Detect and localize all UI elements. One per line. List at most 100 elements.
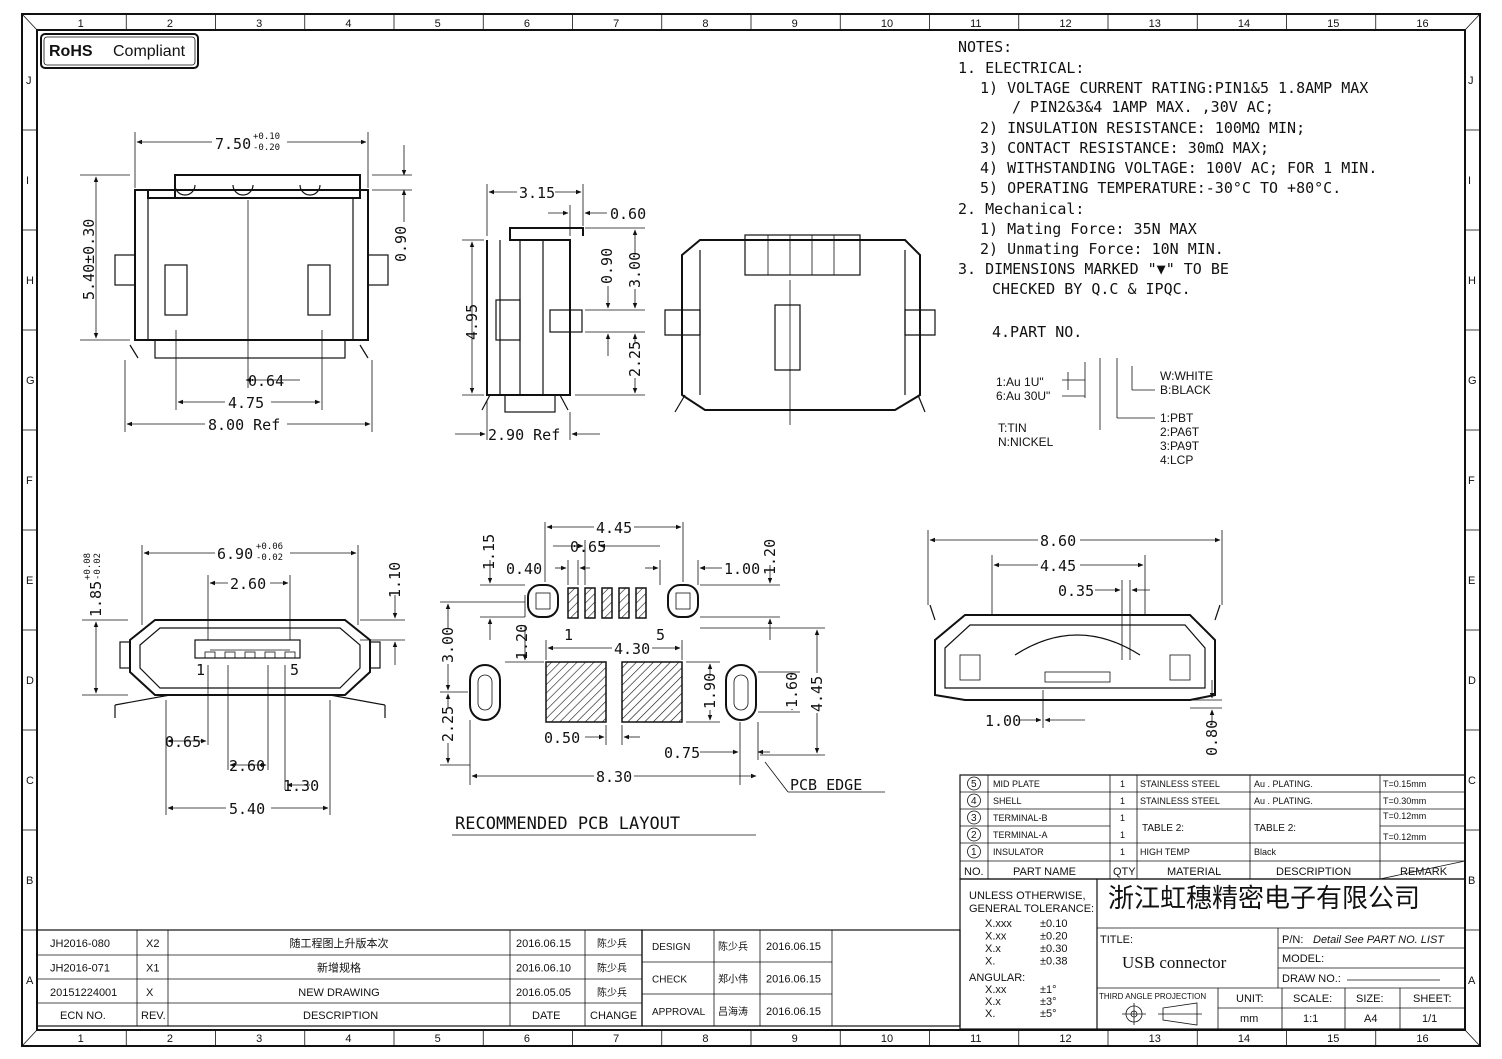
bom-name: TERMINAL-A	[993, 830, 1048, 840]
title-block: UNLESS OTHERWISE, GENERAL TOLERANCE: X.x…	[959, 878, 1466, 1030]
bom-header-description: DESCRIPTION	[1276, 866, 1351, 878]
bom-remark: T=0.15mm	[1383, 779, 1426, 789]
bom-qty: 1	[1120, 796, 1125, 806]
tolerance-title: UNLESS OTHERWISE,	[969, 890, 1086, 902]
tolerance-value: ±0.30	[1040, 943, 1067, 955]
color-option: B:BLACK	[1160, 383, 1211, 397]
dim-bot-100: 1.00	[985, 712, 1021, 730]
border-row-label: C	[26, 775, 34, 787]
dim-side-315: 3.15	[519, 184, 555, 202]
material-option: 3:PA9T	[1160, 439, 1200, 453]
border-row-label: A	[26, 975, 34, 987]
border-row-label: J	[26, 75, 32, 87]
tolerance-key: X.x	[985, 943, 1001, 955]
material-option: 2:PA6T	[1160, 425, 1200, 439]
bom-qty: 1	[1120, 779, 1125, 789]
dim-front-260a: 2.60	[230, 575, 266, 593]
approval-name: 陈少兵	[718, 940, 748, 953]
company-name: 浙江虹穗精密电子有限公司	[1108, 884, 1420, 913]
part-number-legend: 1:Au 1U" 6:Au 30U" T:TIN N:NICKEL W:WHIT…	[996, 358, 1213, 467]
angular-value: ±1°	[1040, 984, 1057, 996]
rev-desc: NEW DRAWING	[298, 987, 379, 999]
bom-no: 5	[971, 779, 977, 790]
rev-rev: X2	[146, 938, 159, 950]
border-col-label: 9	[792, 1033, 798, 1045]
bom-no: 3	[971, 813, 977, 824]
dim-side-225: 2.25	[626, 341, 644, 377]
border-col-label: 8	[702, 1033, 708, 1045]
front-view: 1 5 6.90 +0.06 -0.02 2.60 1.85 +0.08 -0.…	[82, 542, 405, 818]
bom-description: Au . PLATING.	[1254, 779, 1313, 789]
border-zone-ticks	[22, 14, 1480, 1046]
bom-name: TERMINAL-B	[993, 813, 1048, 823]
bom-name: SHELL	[993, 796, 1022, 806]
notes-line: 3) CONTACT RESISTANCE: 30mΩ MAX;	[980, 139, 1269, 157]
border-col-label: 15	[1327, 1033, 1339, 1045]
pin-1-label: 1	[564, 626, 573, 644]
dim-pcb-065: 0.65	[570, 538, 606, 556]
pcb-layout-title: RECOMMENDED PCB LAYOUT	[455, 814, 680, 834]
bom-material: STAINLESS STEEL	[1140, 779, 1220, 789]
rev-header-desc: DESCRIPTION	[303, 1010, 378, 1022]
border-row-label: D	[26, 675, 34, 687]
projection-label: THIRD ANGLE PROJECTION	[1099, 992, 1206, 1001]
size-label: SIZE:	[1356, 993, 1384, 1005]
dim-tol-up: +0.08	[83, 553, 93, 580]
border-row-label: H	[1468, 275, 1476, 287]
notes-line: 2) Unmating Force: 10N MIN.	[980, 240, 1224, 258]
dim-pcb-430: 4.30	[614, 640, 650, 658]
bom-name: MID PLATE	[993, 779, 1040, 789]
border-col-label: 11	[970, 18, 981, 30]
bom-balloon	[967, 776, 981, 791]
angular-key: X.	[985, 1008, 995, 1020]
notes-line: 1) VOLTAGE CURRENT RATING:PIN1&5 1.8AMP …	[980, 79, 1368, 97]
border-col-label: 9	[792, 18, 798, 30]
border-col-label: 4	[345, 1033, 351, 1045]
bom-no: 2	[971, 830, 977, 841]
border-col-label: 3	[256, 1033, 262, 1045]
dim-pcb-120a: 1.20	[761, 539, 779, 575]
border-col-label: 14	[1238, 1033, 1250, 1045]
border-col-label: 8	[702, 18, 708, 30]
pcb-edge-label: PCB EDGE	[790, 776, 862, 794]
bottom-view: 8.60 4.45 0.35 1.00 0.80	[927, 530, 1223, 756]
bom-remark: T=0.12mm	[1383, 811, 1426, 821]
border-row-label: C	[1468, 775, 1476, 787]
bom-qty: 1	[1120, 813, 1125, 823]
dim-front-065: 0.65	[165, 733, 201, 751]
size-value: A4	[1364, 1013, 1377, 1025]
rohs-text: Compliant	[113, 43, 186, 60]
dim-tol-dn: -0.02	[256, 553, 283, 563]
angular-value: ±5°	[1040, 1008, 1057, 1020]
border-row-label: B	[26, 875, 33, 887]
scale-value: 1:1	[1303, 1013, 1318, 1025]
bom-description: Black	[1254, 847, 1277, 857]
title-value: USB connector	[1122, 953, 1227, 972]
angular-key: X.x	[985, 996, 1001, 1008]
dim-pcb-160: 1.60	[783, 672, 801, 708]
top-view: 7.50 +0.10 -0.20 5.40±0.30 0.90 0.64 4.7…	[80, 132, 412, 434]
dim-pcb-445: 4.45	[596, 519, 632, 537]
notes-line: 4) WITHSTANDING VOLTAGE: 100V AC; FOR 1 …	[980, 159, 1377, 177]
notes-line: CHECKED BY Q.C & IPQC.	[992, 280, 1191, 298]
dim-pcb-225: 2.25	[439, 706, 457, 742]
border-row-label: E	[26, 575, 33, 587]
color-option: W:WHITE	[1160, 369, 1213, 383]
projection-symbol-icon	[1122, 1002, 1202, 1026]
sheet-value: 1/1	[1422, 1013, 1437, 1025]
dim-top-090: 0.90	[392, 226, 410, 262]
dim-pcb-300: 3.00	[439, 627, 457, 663]
dim-pcb-190: 1.90	[701, 673, 719, 709]
dim-top-064: 0.64	[248, 372, 284, 390]
dim-top-800: 8.00 Ref	[208, 416, 280, 434]
bom-material: STAINLESS STEEL	[1140, 796, 1220, 806]
border-row-label: F	[1468, 475, 1475, 487]
approval-role: CHECK	[652, 975, 687, 986]
notes-line: 2) INSULATION RESISTANCE: 100MΩ MIN;	[980, 119, 1305, 137]
tolerance-key: X.xxx	[985, 918, 1012, 930]
